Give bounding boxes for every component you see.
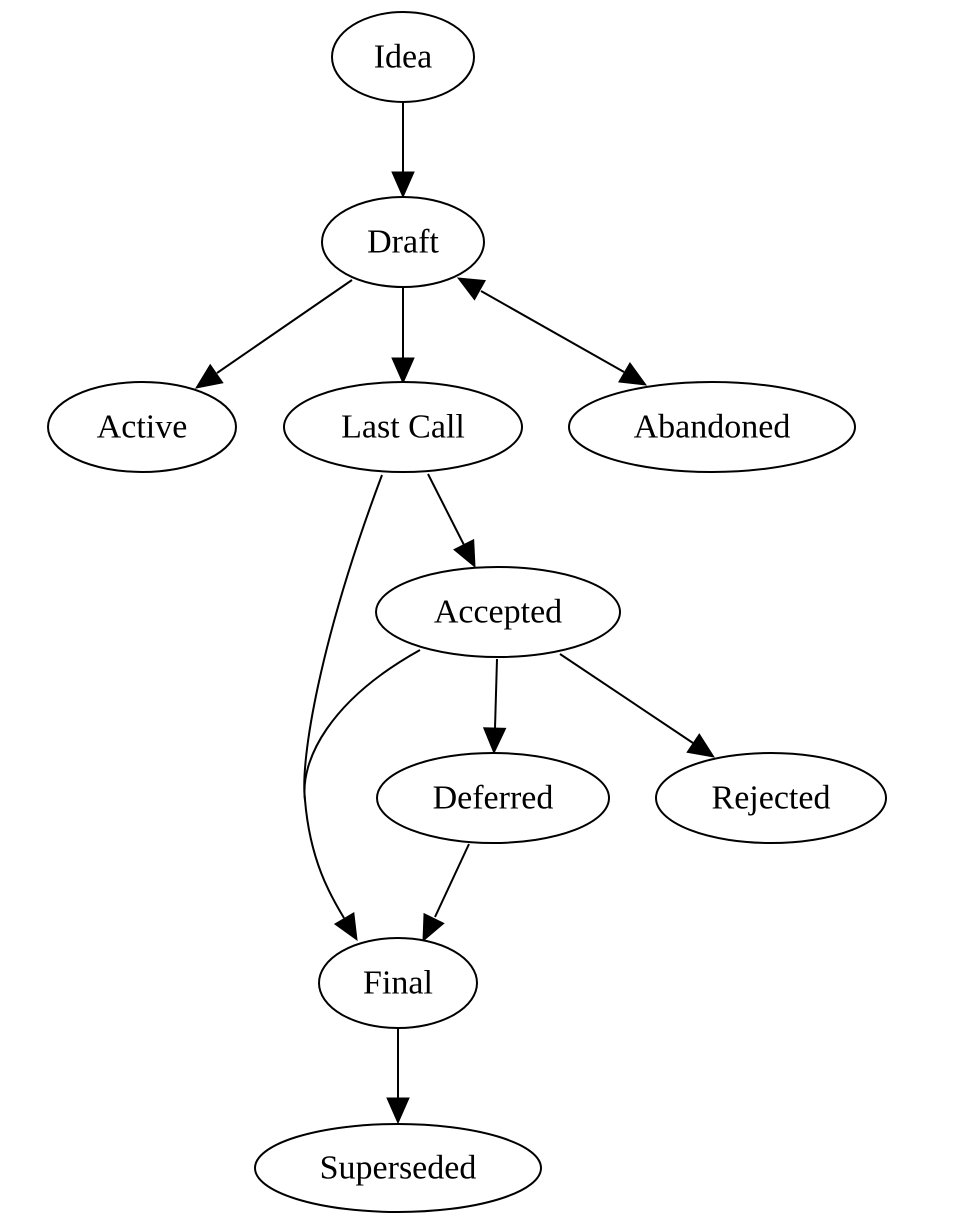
node-accepted-shape <box>375 566 621 658</box>
node-last-call: Last Call <box>283 381 523 473</box>
node-abandoned-label: Abandoned <box>634 409 791 446</box>
edge-accepted-to-rejected <box>559 653 694 744</box>
node-draft-shape <box>321 196 485 288</box>
node-final: Final <box>318 937 478 1029</box>
node-accepted: Accepted <box>375 566 621 658</box>
node-superseded-shape <box>254 1123 542 1213</box>
edge-draft-to-abandoned-arrowhead-reverse <box>456 277 487 301</box>
edge-last-call-to-final <box>303 474 383 919</box>
node-deferred-shape <box>376 752 610 844</box>
node-rejected-label: Rejected <box>712 780 831 817</box>
node-accepted-label: Accepted <box>434 594 562 631</box>
edge-draft-to-abandoned-arrowhead <box>618 361 648 386</box>
edge-accepted-to-final <box>303 649 421 801</box>
node-abandoned: Abandoned <box>568 381 856 473</box>
node-active-label: Active <box>97 409 188 446</box>
node-rejected: Rejected <box>655 752 887 844</box>
node-active-shape <box>47 381 237 473</box>
node-final-shape <box>318 937 478 1029</box>
edge-idea-to-draft-arrowhead <box>391 171 415 199</box>
edge-accepted-to-rejected-arrowhead <box>686 733 716 758</box>
node-idea: Idea <box>331 11 475 103</box>
node-rejected-shape <box>655 752 887 844</box>
node-abandoned-shape <box>568 381 856 473</box>
node-deferred: Deferred <box>376 752 610 844</box>
node-idea-shape <box>331 11 475 103</box>
edge-final-to-superseded-arrowhead <box>386 1097 410 1125</box>
edges-layer <box>194 103 716 1125</box>
edge-last-call-to-final-arrowhead <box>333 912 358 942</box>
edge-accepted-to-deferred-arrowhead <box>482 727 507 755</box>
edge-draft-to-last-call-arrowhead <box>391 357 415 385</box>
edge-deferred-to-final <box>434 843 470 918</box>
edge-draft-to-abandoned <box>480 290 625 373</box>
node-final-label: Final <box>363 965 433 1002</box>
node-superseded: Superseded <box>254 1123 542 1213</box>
nodes-layer: Idea Draft Active Last Call Abandoned Ac… <box>47 11 887 1213</box>
node-draft-label: Draft <box>367 224 439 261</box>
node-deferred-label: Deferred <box>433 780 554 817</box>
edge-draft-to-active <box>216 279 353 374</box>
node-last-call-label: Last Call <box>341 409 465 446</box>
node-idea-label: Idea <box>374 39 433 76</box>
node-draft: Draft <box>321 196 485 288</box>
edge-draft-to-active-arrowhead <box>194 363 224 389</box>
edge-deferred-to-final-arrowhead <box>422 912 445 943</box>
edge-accepted-to-deferred <box>494 658 498 729</box>
node-active: Active <box>47 381 237 473</box>
node-last-call-shape <box>283 381 523 473</box>
edge-last-call-to-accepted <box>427 473 465 546</box>
node-superseded-label: Superseded <box>320 1150 477 1187</box>
edge-last-call-to-accepted-arrowhead <box>453 538 476 569</box>
